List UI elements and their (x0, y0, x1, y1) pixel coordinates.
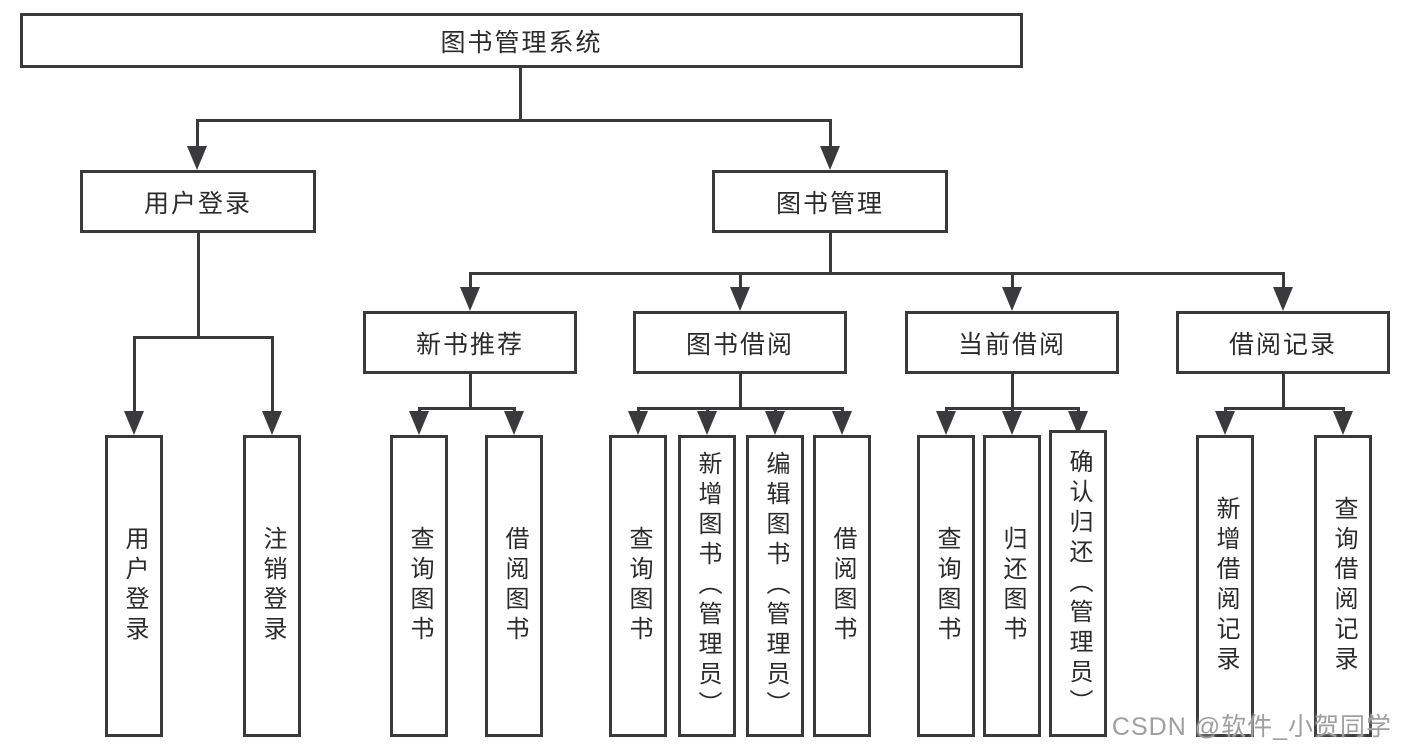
leaf-user-login: 用户登录 (105, 435, 163, 737)
connector-line (133, 336, 274, 339)
arrowhead (409, 411, 429, 435)
arrowhead (1068, 411, 1088, 435)
arrowhead (1273, 287, 1293, 311)
connector-line (197, 231, 200, 338)
arrowhead (1333, 411, 1353, 435)
arrowhead (460, 287, 480, 311)
leaf-logout: 注销登录 (243, 435, 301, 737)
node-borrow-records-label: 借阅记录 (1228, 330, 1337, 359)
connector-line (469, 272, 1285, 275)
leaf-user-login-label: 用户登录 (121, 526, 148, 646)
arrowhead (936, 411, 956, 435)
leaf-bb-query-books: 查询图书 (609, 435, 667, 737)
arrowhead (187, 146, 207, 170)
leaf-bb-borrow-books-label: 借阅图书 (829, 526, 856, 646)
node-user-login: 用户登录 (80, 170, 316, 233)
leaf-cb-confirm-return-admin-label: 确认归还（管理员） (1065, 448, 1092, 719)
connector-line (418, 407, 516, 410)
node-book-borrow-label: 图书借阅 (685, 330, 794, 359)
node-borrow-records: 借阅记录 (1176, 311, 1390, 374)
connector-line (829, 231, 832, 275)
leaf-bb-add-books-admin-label: 新增图书（管理员） (694, 451, 721, 721)
node-current-borrow-label: 当前借阅 (957, 330, 1066, 359)
connector-line (829, 119, 832, 151)
connector-line (637, 407, 844, 410)
leaf-bb-borrow-books: 借阅图书 (813, 435, 871, 737)
connector-line (1282, 372, 1285, 410)
leaf-logout-label: 注销登录 (259, 526, 286, 646)
arrowhead (1002, 287, 1022, 311)
node-new-book-recommend-label: 新书推荐 (415, 330, 524, 359)
arrowhead (1215, 411, 1235, 435)
leaf-br-query-borrow-record: 查询借阅记录 (1314, 435, 1372, 737)
leaf-bb-edit-books-admin: 编辑图书（管理员） (746, 435, 804, 737)
arrowhead (697, 411, 717, 435)
arrowhead (504, 411, 524, 435)
leaf-bb-edit-books-admin-label: 编辑图书（管理员） (762, 451, 789, 721)
connector-line (1224, 407, 1345, 410)
arrowhead (820, 146, 840, 170)
leaf-nb-borrow-books-label: 借阅图书 (501, 526, 528, 646)
node-book-mgmt-label: 图书管理 (775, 189, 884, 218)
connector-line (196, 119, 199, 151)
leaf-br-add-borrow-record: 新增借阅记录 (1196, 435, 1254, 737)
connector-line (1011, 372, 1014, 410)
leaf-cb-confirm-return-admin: 确认归还（管理员） (1049, 430, 1107, 737)
leaf-cb-return-books: 归还图书 (983, 435, 1041, 737)
connector-line (133, 336, 136, 416)
leaf-nb-borrow-books: 借阅图书 (485, 435, 543, 737)
connector-line (469, 272, 472, 292)
arrowhead (628, 411, 648, 435)
leaf-nb-query-books-label: 查询图书 (406, 526, 433, 646)
connector-line (519, 66, 522, 122)
csdn-watermark: CSDN @软件_小贺同学 (1111, 713, 1392, 741)
leaf-br-add-borrow-record-label: 新增借阅记录 (1212, 496, 1239, 676)
arrowhead (765, 411, 785, 435)
leaf-cb-return-books-label: 归还图书 (999, 526, 1026, 646)
node-current-borrow: 当前借阅 (905, 311, 1119, 374)
leaf-nb-query-books: 查询图书 (390, 435, 448, 737)
arrowhead (730, 287, 750, 311)
leaf-br-query-borrow-record-label: 查询借阅记录 (1330, 496, 1357, 676)
arrowhead (124, 411, 144, 435)
arrowhead (1002, 411, 1022, 435)
connector-line (739, 372, 742, 410)
leaf-cb-query-books-label: 查询图书 (933, 526, 960, 646)
node-book-mgmt: 图书管理 (712, 170, 948, 233)
node-book-borrow: 图书借阅 (633, 311, 847, 374)
connector-line (469, 372, 472, 410)
connector-line (739, 272, 742, 292)
connector-line (271, 336, 274, 416)
connector-line (196, 119, 832, 122)
arrowhead (262, 411, 282, 435)
leaf-cb-query-books: 查询图书 (917, 435, 975, 737)
leaf-bb-add-books-admin: 新增图书（管理员） (678, 435, 736, 737)
node-root: 图书管理系统 (20, 13, 1023, 68)
node-user-login-label: 用户登录 (143, 189, 252, 218)
arrowhead (832, 411, 852, 435)
node-new-book-recommend: 新书推荐 (363, 311, 577, 374)
leaf-bb-query-books-label: 查询图书 (625, 526, 652, 646)
connector-line (1282, 272, 1285, 292)
connector-line (1011, 272, 1014, 292)
node-root-label: 图书管理系统 (440, 28, 603, 57)
